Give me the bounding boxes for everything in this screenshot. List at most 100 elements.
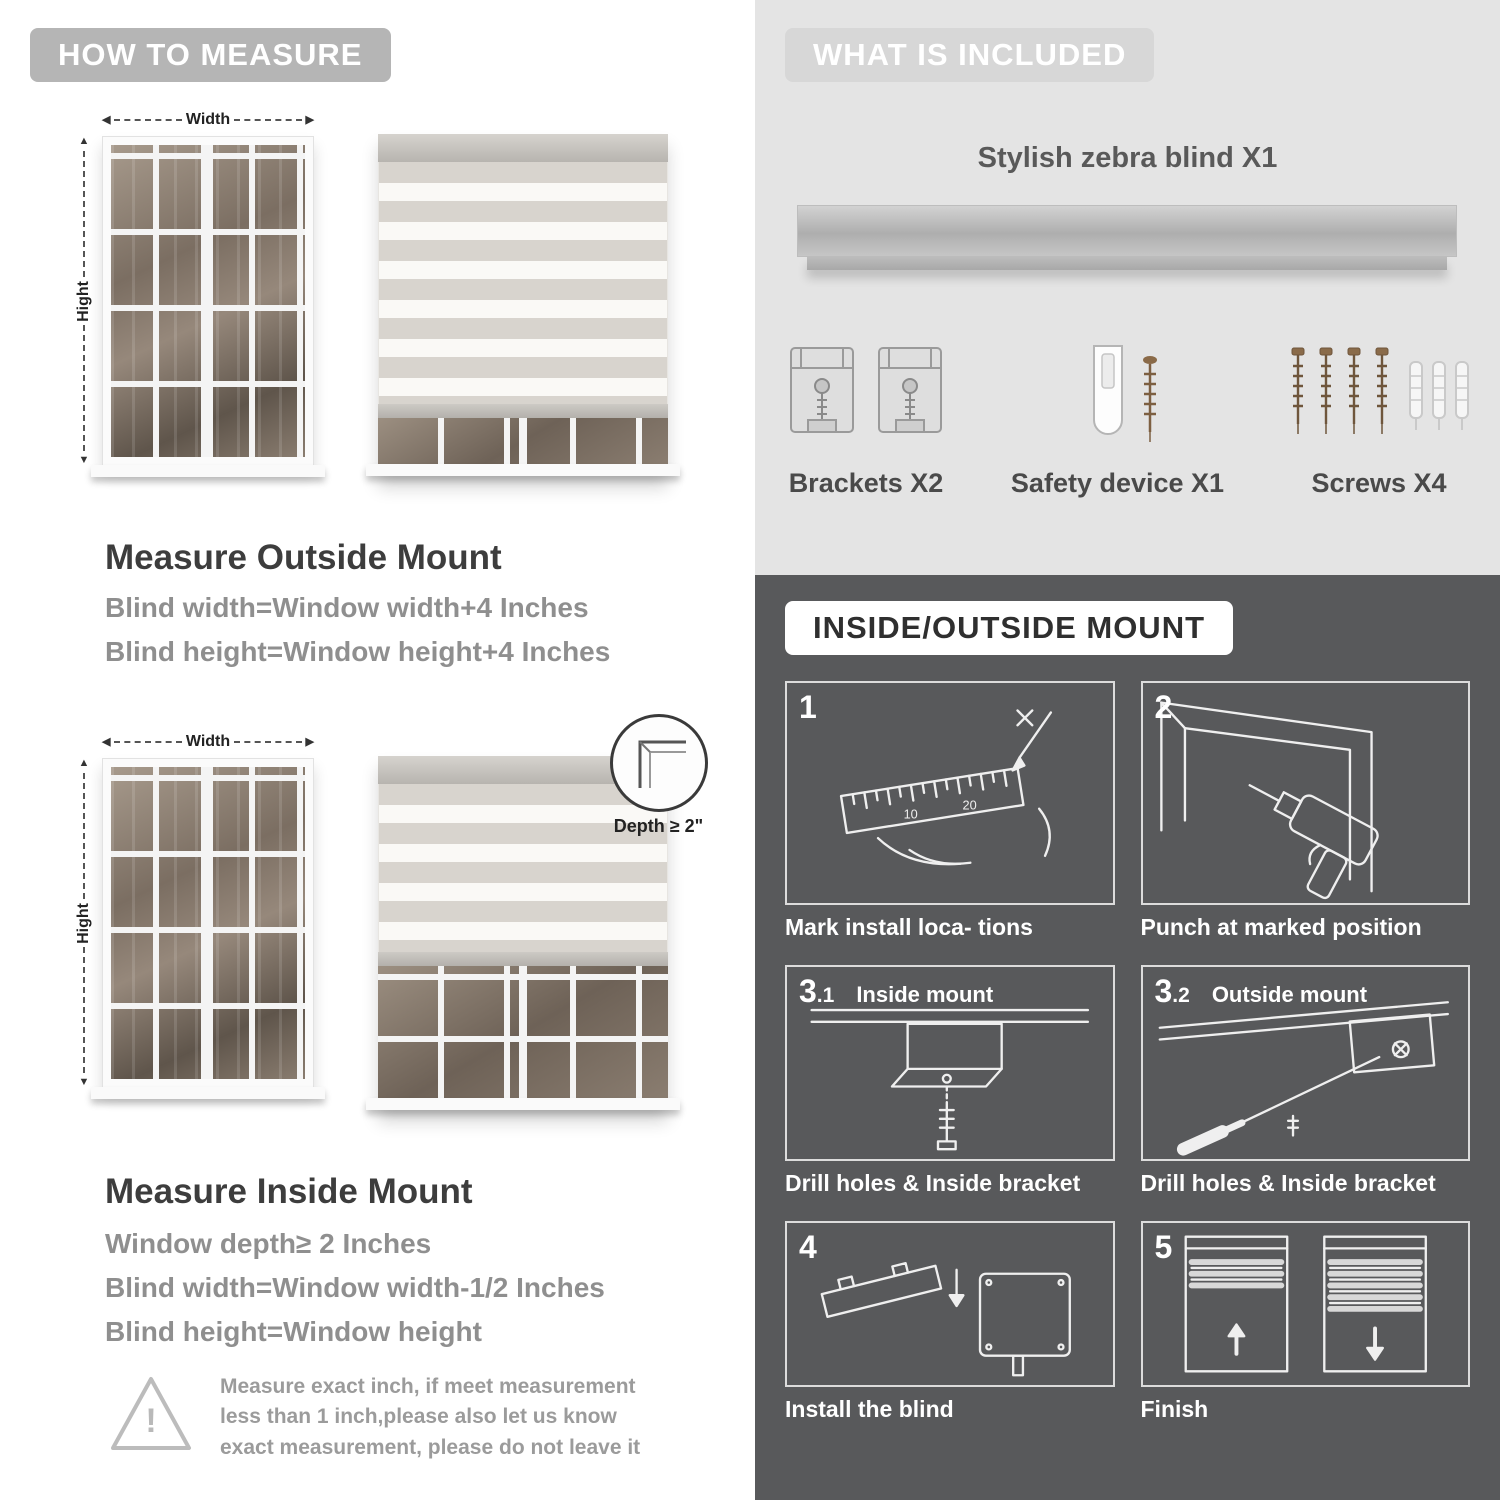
arrow-left-icon: ◀ [102, 113, 111, 126]
screws-icon [1291, 347, 1469, 434]
included-item-brackets: Brackets X2 [781, 340, 951, 499]
arrow-up-icon: ▲ [78, 135, 90, 147]
dashed-line [114, 119, 182, 121]
step-1-panel: 1 10 20 [785, 681, 1115, 905]
step-number: 5 [1154, 1229, 1173, 1265]
step-3-1: 3.1 Inside mount [785, 965, 1115, 1197]
width-label: Width [185, 733, 231, 750]
step-tag: Outside mount [1211, 982, 1368, 1007]
step-tag: Inside mount [856, 982, 994, 1007]
dashed-line [234, 741, 302, 743]
step-5: 5 [1140, 1221, 1470, 1423]
step-2-caption: Punch at marked position [1140, 914, 1422, 940]
step-3-1-head: 3.1 Inside mount [799, 973, 993, 1010]
step-2-head: 2 [1155, 689, 1173, 726]
window-measure-figure-inside: ◀ Width ▶ ▲ Hight ▼ [72, 730, 325, 1099]
dashed-line [83, 947, 85, 1073]
dashed-line [114, 741, 182, 743]
depth-magnifier-icon [609, 714, 708, 812]
window-sill [91, 465, 325, 477]
window-below-blind [378, 418, 668, 464]
step-number: 3 [1154, 973, 1173, 1009]
step-3-2-head: 3.2 Outside mount [1155, 973, 1368, 1010]
step-3-1-caption: Drill holes & Inside bracket [785, 1170, 1081, 1196]
warning-triangle-shape [111, 1377, 191, 1450]
step-number: 4 [799, 1229, 817, 1265]
safety-device-icon [1093, 345, 1158, 442]
window-corner-detail [638, 740, 686, 788]
warning-text: Measure exact inch, if meet measurement … [220, 1375, 641, 1459]
step-5-panel: 5 [1140, 1221, 1470, 1387]
window-sill [366, 464, 680, 476]
step-1-caption: Mark install loca- tions [785, 914, 1033, 940]
screws-label: Screws X4 [1311, 468, 1447, 498]
step-1: 1 10 20 [785, 681, 1115, 941]
measure-warning: ! Measure exact inch, if meet measuremen… [108, 1372, 668, 1463]
step-4-head: 4 [799, 1229, 817, 1266]
install-blind-illustration [820, 1261, 1071, 1377]
inside-mount-figures: ◀ Width ▶ ▲ Hight ▼ [72, 714, 708, 1110]
height-arrow: ▲ Hight ▼ [72, 758, 96, 1088]
outside-bracket-illustration [1158, 1001, 1449, 1156]
blind-bottom-rail [378, 404, 668, 418]
dashed-line [234, 119, 302, 121]
height-label: Hight [75, 902, 92, 944]
blind-bottom-rail [378, 952, 668, 966]
step-4-panel: 4 [785, 1221, 1115, 1387]
width-arrow: ◀ Width ▶ [102, 730, 314, 754]
arrow-up-icon: ▲ [78, 757, 90, 769]
outside-mount-line1: Blind width=Window width+4 Inches [105, 592, 589, 623]
step-5-caption: Finish [1140, 1396, 1209, 1422]
headrail-bar [797, 205, 1457, 257]
arrow-down-icon: ▼ [78, 454, 90, 466]
window-below-blind [378, 966, 668, 1098]
window-photo [91, 136, 325, 477]
ruler-mark-20: 20 [963, 798, 977, 813]
outside-mount-title: Measure Outside Mount [105, 538, 502, 577]
included-item-safety-device: Safety device X1 [1011, 340, 1224, 499]
step-4: 4 [785, 1221, 1115, 1423]
headrail-lip [806, 257, 1448, 270]
included-items-row: Brackets X2 Safety device X1 [781, 340, 1474, 499]
inside-bracket-illustration [810, 1008, 1090, 1151]
step-number: 3 [799, 973, 817, 1009]
dashed-line [83, 325, 85, 451]
outside-mount-line2: Blind height=Window height+4 Inches [105, 636, 611, 667]
mount-instructions-section: INSIDE/OUTSIDE MOUNT 1 10 20 [755, 575, 1500, 1500]
zebra-stripes [378, 784, 668, 952]
warning-triangle-icon: ! [108, 1372, 194, 1458]
dashed-line [83, 773, 85, 899]
window-sill [366, 1098, 680, 1110]
mount-steps-grid: 1 10 20 [785, 681, 1470, 1423]
step-subnumber: .2 [1172, 984, 1190, 1007]
window-sill [91, 1087, 325, 1099]
included-item-screws: Screws X4 [1284, 340, 1474, 499]
step-subnumber: .1 [816, 984, 835, 1007]
brackets-label: Brackets X2 [788, 468, 944, 498]
brackets-icon [790, 347, 942, 433]
drill-illustration [1159, 701, 1379, 900]
zebra-stripes [378, 162, 668, 404]
ruler-mark-10: 10 [904, 807, 918, 822]
step-number: 1 [799, 689, 817, 725]
warning-exclamation: ! [145, 1402, 157, 1440]
how-to-measure-header: HOW TO MEASURE [30, 28, 391, 82]
window-glass [111, 767, 305, 1079]
step-number: 2 [1154, 689, 1173, 725]
step-3-2-caption: Drill holes & Inside bracket [1140, 1170, 1436, 1196]
inside-mount-line2: Blind width=Window width-1/2 Inches [105, 1272, 605, 1303]
step-1-head: 1 [799, 689, 817, 726]
step-3-2: 3.2 Outside mount [1140, 965, 1470, 1197]
step-4-caption: Install the blind [785, 1396, 954, 1422]
step-2: 2 [1140, 681, 1470, 941]
step-3-2-panel: 3.2 Outside mount [1140, 965, 1470, 1161]
step-3-1-panel: 3.1 Inside mount [785, 965, 1115, 1161]
dashed-line [83, 151, 85, 277]
step-2-panel: 2 [1140, 681, 1470, 905]
what-is-included-header: WHAT IS INCLUDED [785, 28, 1155, 82]
zebra-blind-figure-outside [366, 134, 680, 476]
window-measure-figure-outside: ◀ Width ▶ ▲ Hight ▼ [72, 108, 325, 477]
mount-header: INSIDE/OUTSIDE MOUNT [785, 601, 1234, 655]
depth-label: Depth ≥ 2" [613, 816, 704, 836]
